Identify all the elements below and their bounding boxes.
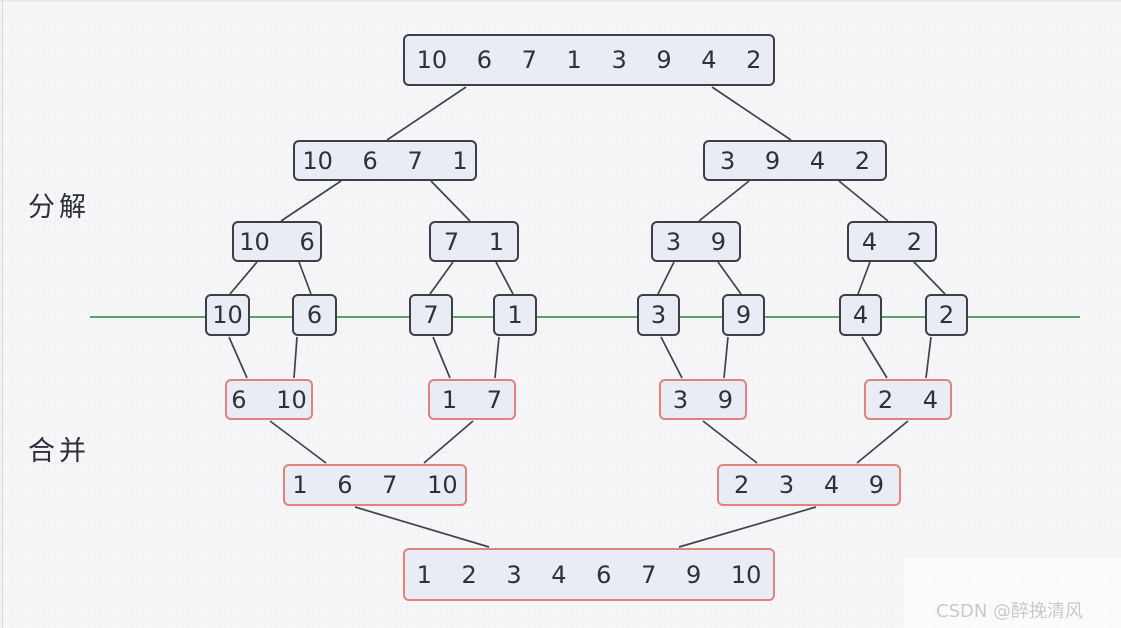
node-merge-6-10: 6 10 (225, 379, 313, 420)
node-merge-1-7: 1 7 (428, 379, 516, 420)
node-single-1: 1 (493, 294, 537, 336)
watermark-background (903, 558, 1121, 628)
node-merge-result: 1 2 3 4 6 7 9 10 (403, 548, 775, 601)
node-merge-2-4: 2 4 (864, 379, 952, 420)
node-level3-b: 7 1 (429, 221, 519, 262)
node-merge-3-9: 3 9 (659, 379, 747, 420)
node-level3-c: 3 9 (651, 221, 741, 262)
node-level2-right: 3 9 4 2 (703, 140, 887, 181)
page-edge-line (2, 1, 3, 628)
node-level3-a: 10 6 (232, 221, 322, 262)
node-merge-right-half: 2 3 4 9 (717, 464, 901, 506)
watermark-text: CSDN @醉挽清风 (936, 601, 1084, 622)
node-single-3: 3 (637, 294, 680, 336)
node-merge-left-half: 1 6 7 10 (283, 464, 467, 506)
node-level3-d: 4 2 (847, 221, 937, 262)
node-level2-left: 10 6 7 1 (293, 140, 477, 181)
node-single-7: 7 (409, 294, 453, 336)
node-single-2: 2 (925, 294, 968, 336)
node-root: 10 6 7 1 3 9 4 2 (403, 34, 775, 86)
node-single-10: 10 (205, 294, 250, 336)
node-single-6: 6 (292, 294, 337, 336)
phase-label-merge: 合并 (28, 436, 90, 467)
phase-label-decompose: 分解 (28, 192, 90, 223)
node-single-4: 4 (839, 294, 882, 336)
node-single-9: 9 (722, 294, 765, 336)
